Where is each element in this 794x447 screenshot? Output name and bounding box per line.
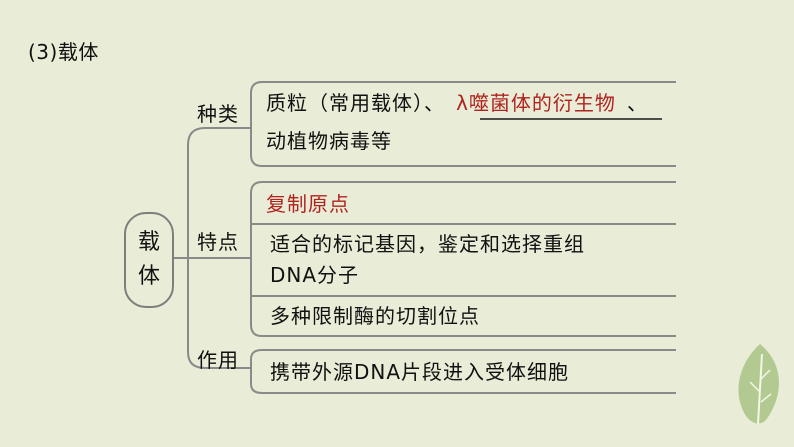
type-line-1: 质粒（常用载体）、 λ噬菌体的衍生物、: [266, 87, 648, 119]
function-text: 携带外源DNA片段进入受体细胞: [270, 360, 570, 384]
type-line-1-suffix: 、: [627, 91, 648, 115]
branch-label-feature: 特点: [197, 230, 239, 254]
leaf-icon: [738, 344, 779, 425]
branch-label-type: 种类: [197, 102, 239, 126]
type-line-2: 动植物病毒等: [266, 129, 392, 153]
center-char-1: 载: [137, 230, 160, 255]
feature-item-sites: 多种限制酶的切割位点: [270, 304, 480, 328]
feature-item-marker-line-1: 适合的标记基因，鉴定和选择重组: [270, 232, 585, 256]
type-answer-blank: λ噬菌体的衍生物: [456, 91, 616, 115]
branch-label-function: 作用: [197, 348, 239, 372]
feature-item-marker-line-2: DNA分子: [270, 263, 360, 287]
type-line-1-prefix: 质粒（常用载体）、: [266, 91, 445, 115]
feature-item-origin: 复制原点: [266, 192, 350, 216]
center-node-vector: 载 体: [124, 212, 174, 308]
center-char-2: 体: [137, 264, 160, 289]
section-title: (3)载体: [28, 40, 99, 64]
